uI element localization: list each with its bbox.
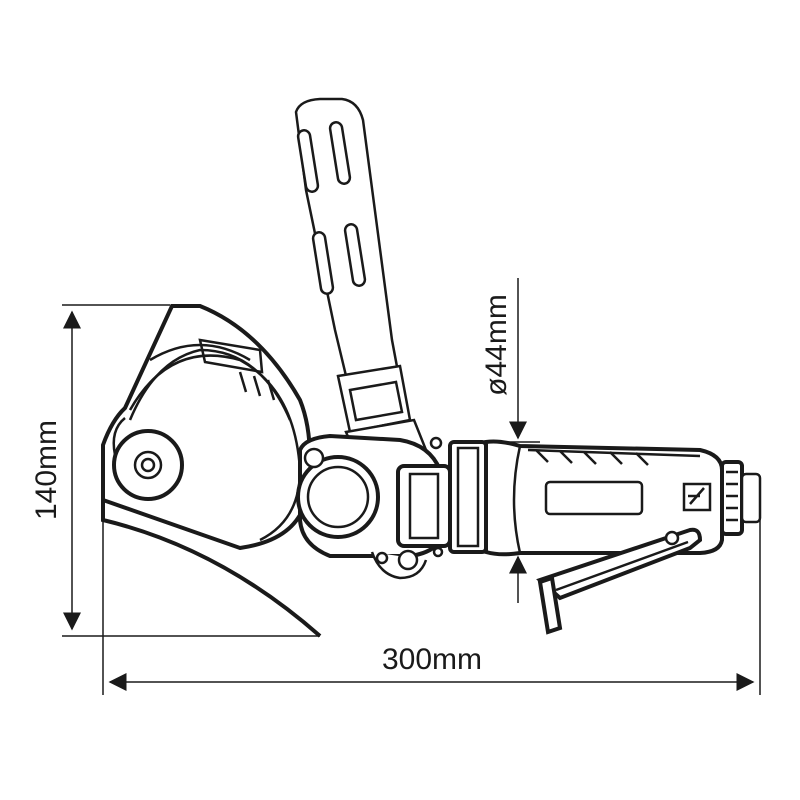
label-window: [544, 480, 644, 516]
height-label: 140mm: [30, 420, 63, 520]
neck-collar: [396, 440, 488, 554]
throttle-lever: [536, 527, 703, 635]
brand-logo-icon: [682, 482, 712, 512]
height-dimension: [62, 304, 320, 637]
length-label: 300mm: [382, 643, 482, 676]
spindle-nut: [112, 417, 184, 501]
side-handle: [294, 97, 432, 472]
diameter-label: ø44mm: [480, 294, 513, 396]
motor-body: [484, 439, 762, 557]
